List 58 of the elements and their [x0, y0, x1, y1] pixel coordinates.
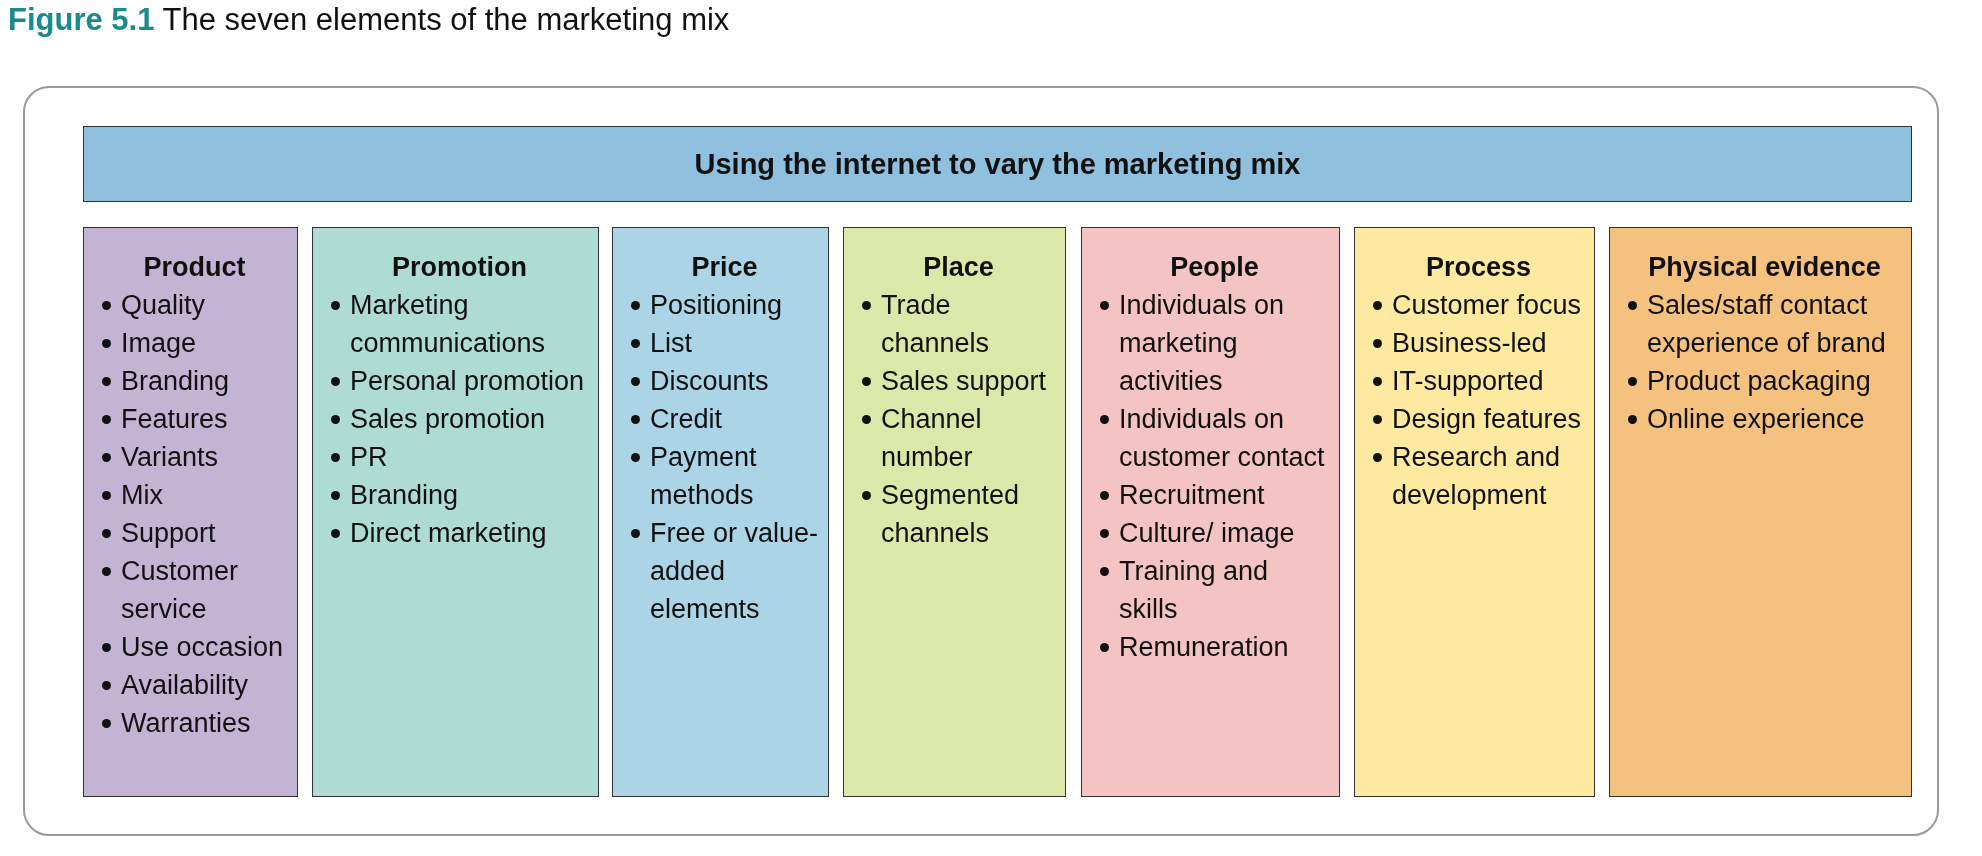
bullet-text: List — [650, 327, 693, 360]
bullet-text: Warranties — [121, 707, 251, 740]
category-heading: Price — [690, 251, 759, 284]
bullet-text: Marketing communications — [350, 289, 547, 360]
category-heading: Promotion — [391, 251, 528, 284]
bullet-text: Payment methods — [650, 441, 758, 512]
bullet-text: Personal promotion — [350, 365, 585, 398]
category-box — [1354, 227, 1595, 797]
category-heading: Product — [142, 251, 247, 284]
bullet-text: Mix — [121, 479, 163, 512]
category-box — [1609, 227, 1912, 797]
bullet-text: Customer service — [121, 555, 240, 626]
bullet-text: Features — [121, 403, 228, 436]
bullet-text: Business-led — [1392, 327, 1547, 360]
bullet-text: IT-supported — [1392, 365, 1544, 398]
bullet-text: Support — [121, 517, 216, 550]
bullet-text: Credit — [650, 403, 723, 436]
category-box — [83, 227, 298, 797]
bullet-text: Individuals on marketing activities — [1119, 289, 1286, 398]
bullet-text: Branding — [121, 365, 230, 398]
bullet-text: Research and development — [1392, 441, 1562, 512]
bullet-text: Discounts — [650, 365, 769, 398]
category-heading: Place — [922, 251, 995, 284]
bullet-text: Sales promotion — [350, 403, 546, 436]
bullet-text: Positioning — [650, 289, 783, 322]
bullet-text: Sales support — [881, 365, 1047, 398]
bullet-text: Customer focus — [1392, 289, 1582, 322]
bullet-text: Online experience — [1647, 403, 1865, 436]
bullet-text: Product packaging — [1647, 365, 1871, 398]
bullet-text: Individuals on customer contact — [1119, 403, 1326, 474]
category-box — [1081, 227, 1340, 797]
bullet-text: Trade channels — [881, 289, 991, 360]
bullet-text: Channel number — [881, 403, 983, 474]
category-box — [612, 227, 829, 797]
bullet-text: Training and skills — [1119, 555, 1270, 626]
bullet-text: Branding — [350, 479, 459, 512]
bullet-text: Culture/ image — [1119, 517, 1295, 550]
bullet-text: PR — [350, 441, 388, 474]
figure-title: Figure 5.1 The seven elements of the marketing mix — [8, 2, 730, 38]
bullet-text: Sales/staff contact experience of brand — [1647, 289, 1887, 360]
bullet-text: Recruitment — [1119, 479, 1265, 512]
bullet-text: Direct marketing — [350, 517, 547, 550]
category-box — [312, 227, 599, 797]
category-box — [843, 227, 1066, 797]
bullet-text: Segmented channels — [881, 479, 1021, 550]
category-heading: People — [1169, 251, 1260, 284]
header-bar — [83, 126, 1912, 202]
bullet-text: Use occasion — [121, 631, 284, 664]
category-heading: Physical evidence — [1647, 251, 1882, 284]
bullet-text: Remuneration — [1119, 631, 1289, 664]
bullet-text: Quality — [121, 289, 206, 322]
bullet-text: Free or value-added elements — [650, 517, 820, 626]
bullet-text: Availability — [121, 669, 249, 702]
bullet-text: Variants — [121, 441, 219, 474]
category-heading: Process — [1424, 251, 1533, 284]
header-text: Using the internet to vary the marketing mix — [694, 147, 1301, 181]
bullet-text: Design features — [1392, 403, 1582, 436]
bullet-text: Image — [121, 327, 197, 360]
